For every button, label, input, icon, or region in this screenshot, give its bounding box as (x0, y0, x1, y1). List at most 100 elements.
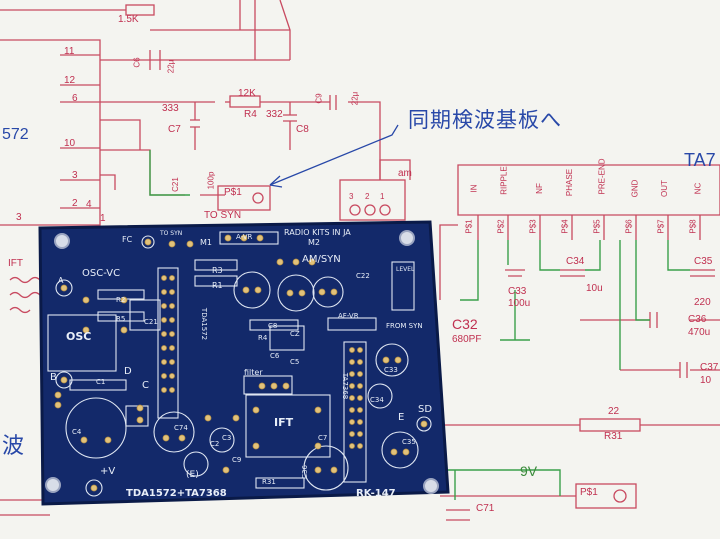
pcb-c34: C34 (370, 396, 384, 404)
pcb-tda1572: TDA1572 (200, 307, 209, 341)
pcb-fc: FC (122, 235, 133, 244)
pcb-m2: M2 (308, 238, 320, 247)
pcb-b: B (50, 372, 57, 383)
pcb-c: C (142, 380, 149, 391)
pcb-c21: C21 (144, 318, 158, 326)
pcb-model-right: RK-147 (356, 488, 396, 499)
pcb-c8: C8 (268, 322, 278, 330)
ps-3: P$3 (528, 219, 538, 234)
pin-4: 4 (86, 199, 92, 210)
pcb-c36: C36 (300, 465, 309, 479)
pcb-c33: C33 (384, 366, 398, 374)
ps-7: P$7 (656, 219, 666, 234)
hdr-ripple: RIPPLE (499, 166, 509, 195)
pcb-m1: M1 (200, 238, 212, 247)
pcb-c2: C2 (210, 440, 220, 448)
c35-label: C35 (694, 256, 713, 267)
conn-pin-1: 1 (380, 192, 385, 201)
c36-label: C36 (688, 314, 707, 325)
pcb-to-syn: TO SYN (160, 230, 183, 237)
ift-label: IFT (8, 258, 23, 269)
v9-label: 9V (520, 463, 538, 479)
hdr-nf: NF (534, 183, 544, 194)
c9-label: C9 (314, 93, 324, 104)
pcb-ta7368: TA7368 (341, 372, 350, 400)
c34-value: 10u (586, 283, 603, 294)
hdr-out: OUT (659, 180, 669, 197)
c33-label: C33 (508, 286, 527, 297)
pcb-title: RADIO KITS IN JA (284, 228, 351, 237)
pcb-r1: R1 (212, 281, 223, 290)
pcb-r3: R3 (212, 266, 223, 275)
pcb-ift: IFT (274, 416, 294, 429)
c9-value: 22μ (350, 91, 360, 106)
c32-label: C32 (452, 316, 478, 332)
pcb-filter: filter (244, 368, 263, 377)
ps1-bottom: P$1 (580, 487, 598, 498)
r-1k5: 1.5K (118, 14, 139, 25)
r4-value: 12K (238, 88, 256, 99)
japanese-note: 同期検波基板へ (408, 108, 562, 132)
pcb-r4: R4 (258, 334, 268, 342)
pcb-cz: CZ (290, 330, 300, 338)
pcb-c1: C1 (96, 378, 106, 386)
c21-value: 100p (206, 171, 216, 190)
ps-4: P$4 (560, 219, 570, 234)
c8-value: 332 (266, 109, 283, 120)
c32-value: 680PF (452, 334, 482, 345)
ic-label: 572 (2, 126, 29, 143)
pin-1: 1 (100, 213, 106, 224)
pcb-r2: R2 (116, 296, 126, 304)
pcb-c9: C9 (232, 456, 242, 464)
ic-label-right: TA7 (684, 150, 716, 170)
hdr-nc: NC (693, 182, 703, 195)
c7-label: C7 (168, 124, 181, 135)
pcb-plus-v: +V (100, 466, 116, 477)
pcb-c74: C74 (174, 424, 188, 432)
pin-12: 12 (64, 75, 76, 86)
hdr-pre-end: PRE-END (597, 158, 607, 195)
pcb-r5: R5 (116, 315, 126, 323)
c7-value: 333 (162, 103, 179, 114)
c36-value: 470u (688, 327, 711, 338)
c37-label: C37 (700, 362, 719, 373)
r4-label: R4 (244, 109, 257, 120)
to-syn-label: TO SYN (204, 210, 242, 221)
pin-2: 2 (72, 198, 78, 209)
pcb-c4: C4 (72, 428, 82, 436)
pcb-c3: C3 (222, 434, 232, 442)
pcb-c6: C6 (270, 352, 280, 360)
c34-label: C34 (566, 256, 585, 267)
hdr-gnd: GND (630, 179, 640, 198)
schematic-green-wires (149, 150, 690, 500)
pin-10: 10 (64, 138, 76, 149)
pcb-r31: R31 (262, 478, 276, 486)
pcb-from-syn: FROM SYN (386, 322, 423, 330)
schematic-wires (0, 0, 720, 521)
c8-label: C8 (296, 124, 309, 135)
blue-arrow (269, 124, 399, 186)
pin-6: 6 (72, 93, 78, 104)
partial-kanji: 波 (2, 434, 26, 459)
pcb-sd: SD (418, 404, 433, 415)
c37-value: 10 (700, 375, 712, 386)
pcb-c35: C35 (402, 438, 416, 446)
pcb-level: LEVEL (396, 266, 415, 273)
pcb-silkscreen (47, 231, 432, 497)
pcb-osc: OSC (66, 330, 92, 343)
pcb-af-vr: AF-VR (338, 312, 359, 320)
pcb-model-left: TDA1572+TA7368 (126, 488, 227, 499)
ps-2: P$2 (496, 219, 506, 234)
ps-5: P$5 (592, 219, 602, 234)
c33-value: 100u (508, 298, 531, 309)
conn-pin-3: 3 (349, 192, 354, 201)
am-label: am (398, 168, 412, 179)
pcb-c7: C7 (318, 434, 328, 442)
pcb-am-syn: AM/SYN (302, 254, 341, 265)
pcb-c5: C5 (290, 358, 300, 366)
hdr-phase: PHASE (565, 168, 575, 197)
pcb-e-paren: (E) (186, 470, 199, 480)
pcb-board (38, 220, 450, 506)
